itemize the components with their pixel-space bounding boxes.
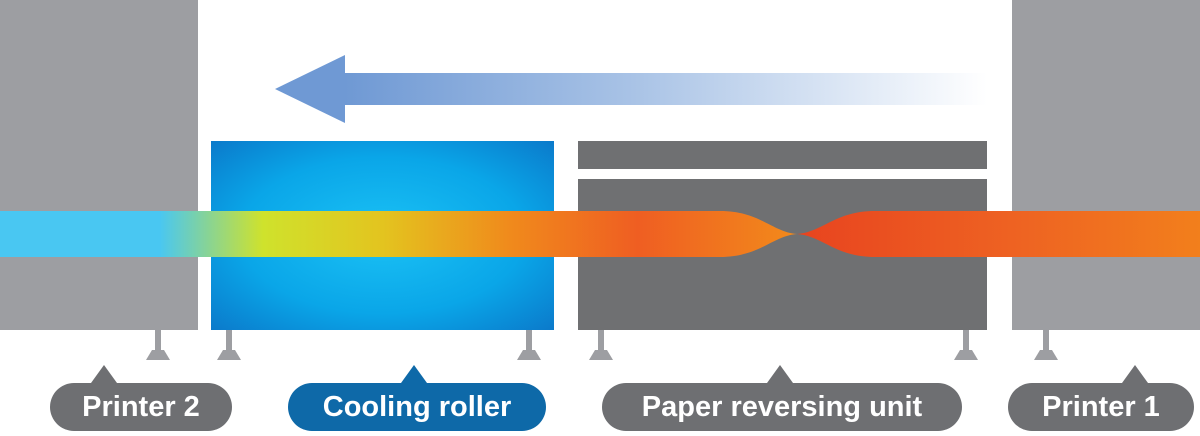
label-printer-1: Printer 1 bbox=[1008, 365, 1194, 431]
label-printer-2-text: Printer 2 bbox=[82, 391, 200, 423]
label-cooling-roller-text: Cooling roller bbox=[323, 391, 512, 423]
support-foot-icon bbox=[146, 330, 1058, 360]
left-arrow-icon bbox=[275, 55, 987, 123]
label-paper-reversing-unit: Paper reversing unit bbox=[602, 365, 962, 431]
label-printer-2: Printer 2 bbox=[50, 365, 232, 431]
label-printer-1-text: Printer 1 bbox=[1042, 391, 1160, 423]
printer-2-block bbox=[0, 0, 198, 330]
printer-1-block bbox=[1012, 0, 1200, 330]
paper-web bbox=[0, 211, 1200, 257]
label-cooling-roller: Cooling roller bbox=[288, 365, 546, 431]
label-paper-reversing-unit-text: Paper reversing unit bbox=[642, 391, 923, 423]
